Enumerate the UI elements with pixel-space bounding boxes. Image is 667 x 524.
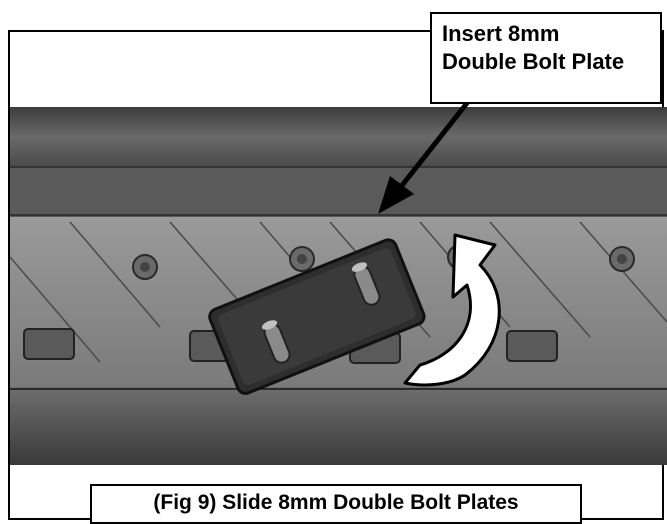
- callout-label: Insert 8mm Double Bolt Plate: [442, 20, 624, 76]
- callout-line-1: Insert 8mm: [442, 21, 560, 46]
- curved-rotate-arrow-icon: [403, 233, 501, 387]
- callout-line-2: Double Bolt Plate: [442, 49, 625, 74]
- figure-caption-box: (Fig 9) Slide 8mm Double Bolt Plates: [90, 484, 582, 524]
- figure-caption: (Fig 9) Slide 8mm Double Bolt Plates: [153, 491, 519, 514]
- callout-label-box: Insert 8mm Double Bolt Plate: [430, 12, 662, 104]
- rail-photo: [10, 107, 667, 465]
